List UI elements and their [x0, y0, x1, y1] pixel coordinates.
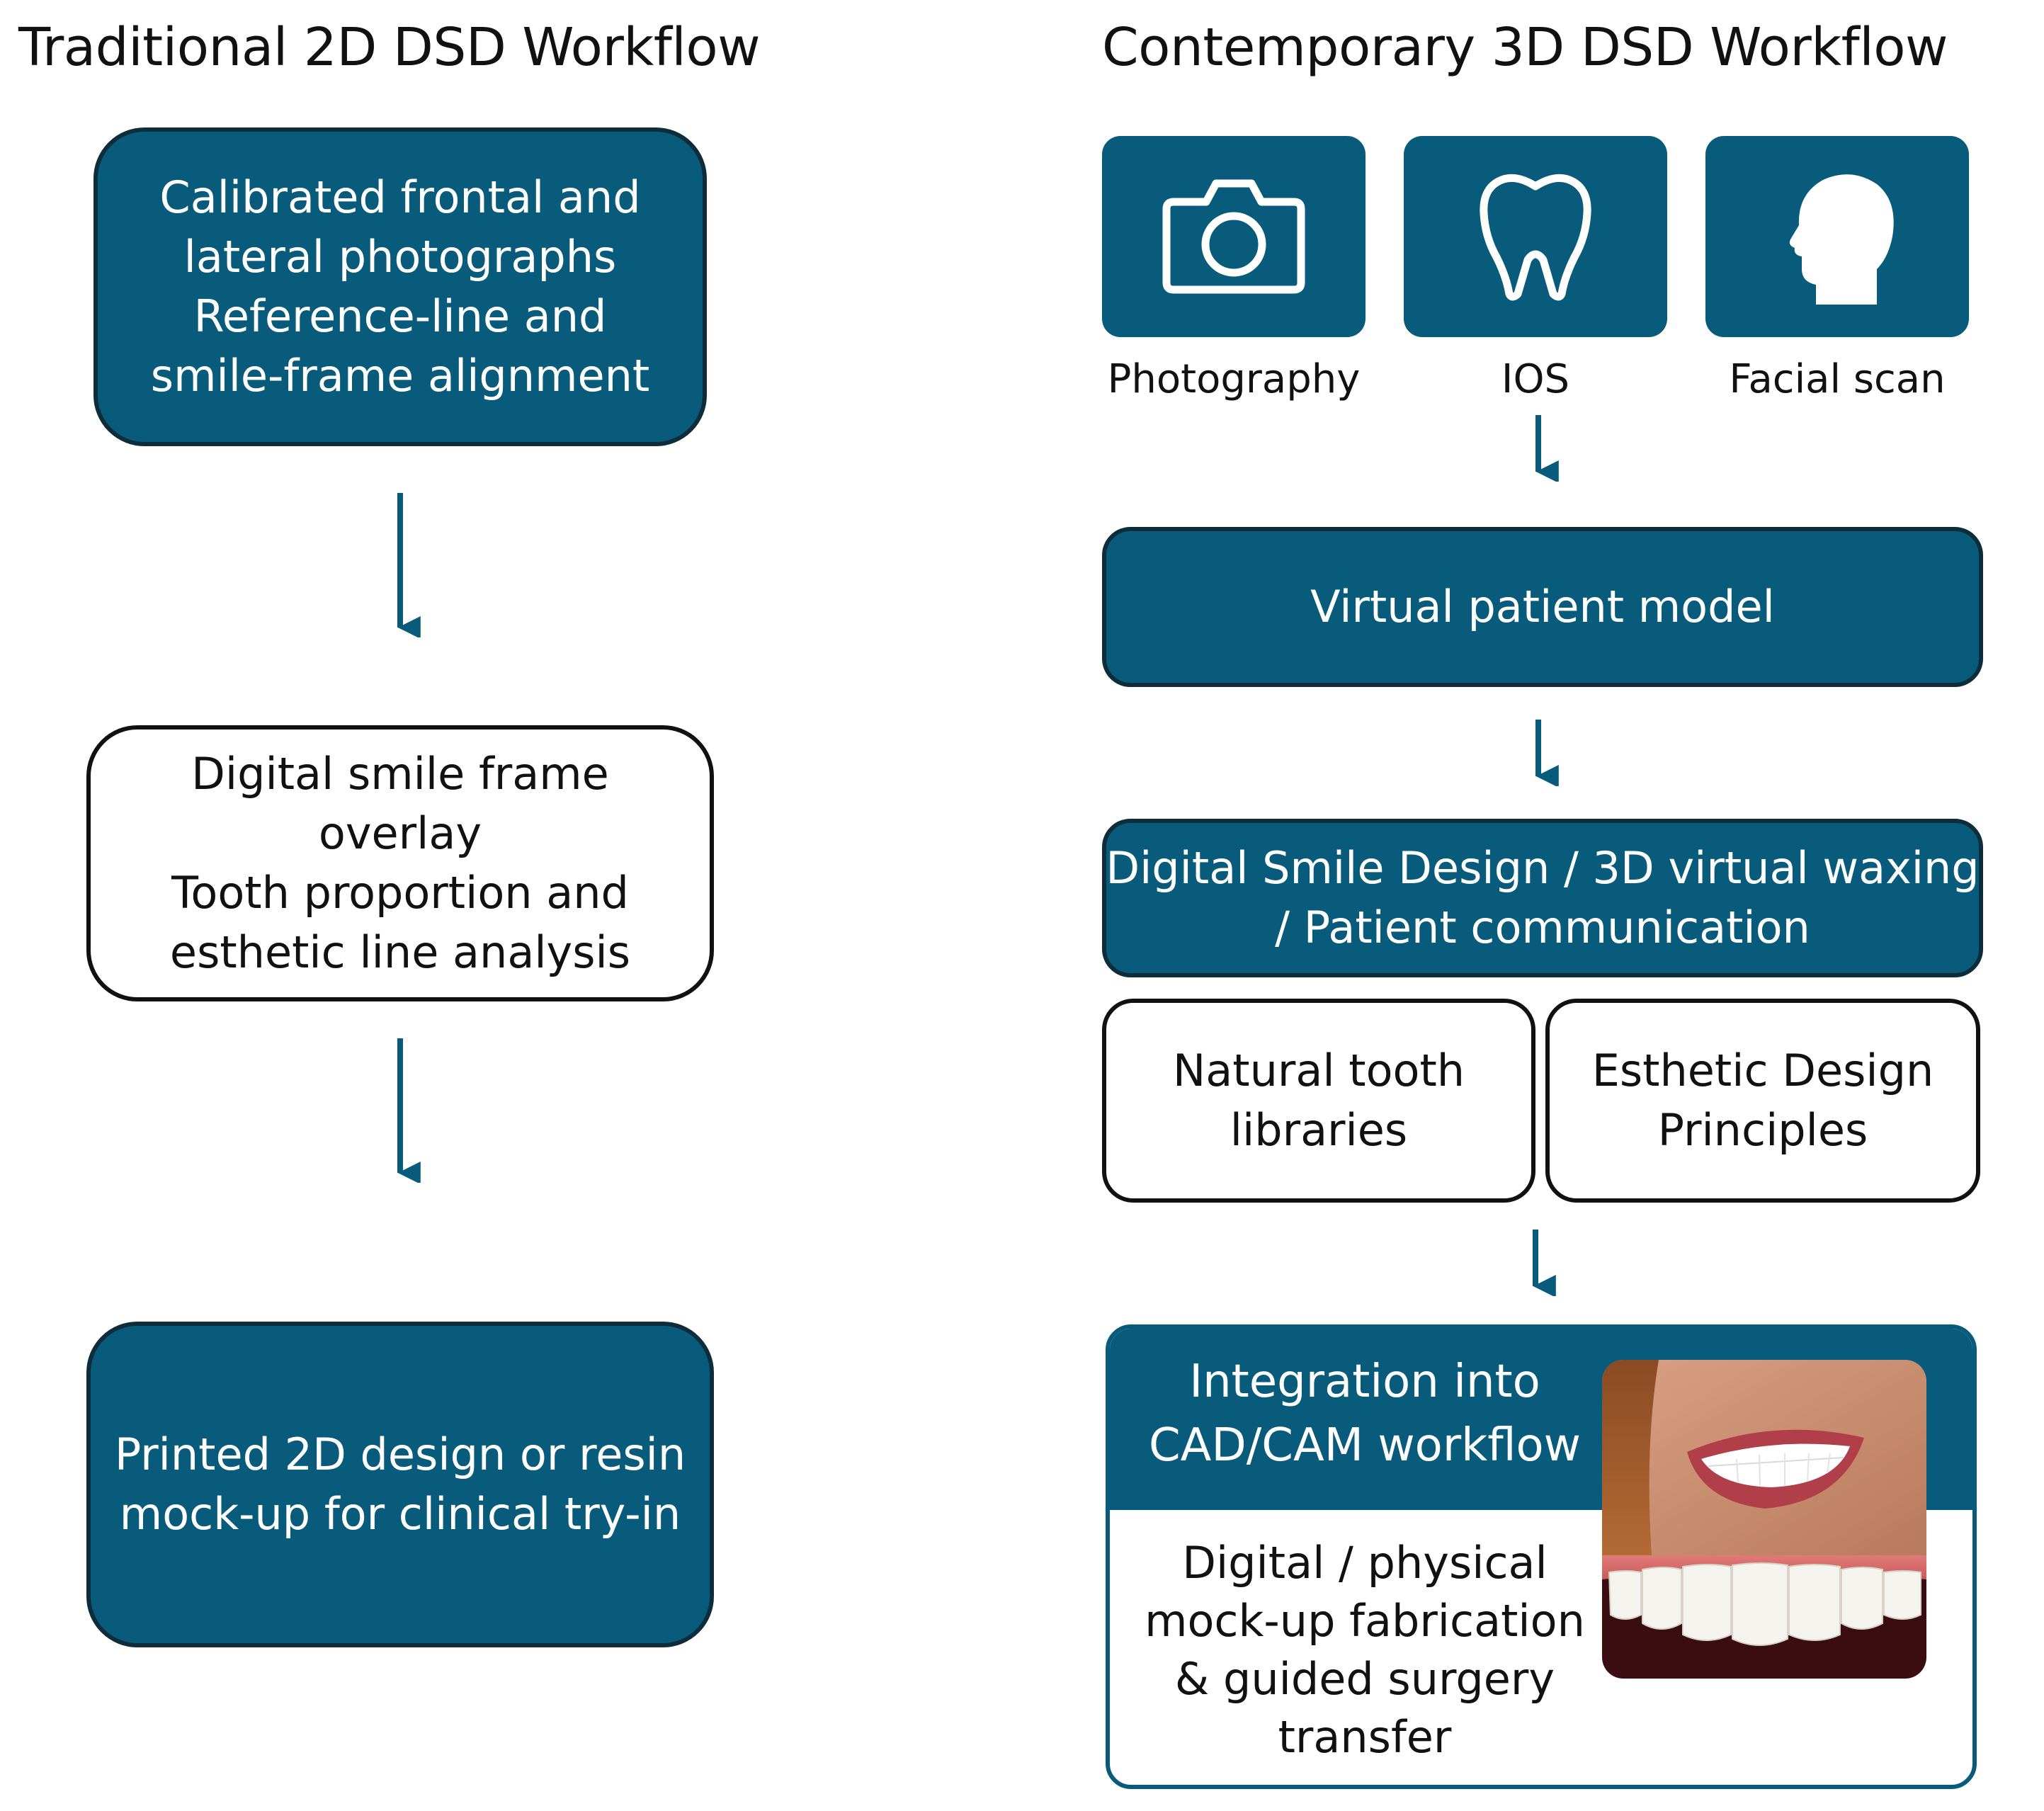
ios-label: IOS: [1501, 356, 1570, 402]
natural-tooth-libraries: Natural tooth libraries: [1102, 999, 1535, 1203]
esthetic-design-principles-line: Principles: [1657, 1104, 1868, 1156]
digital-smile-design-line: / Patient communication: [1275, 902, 1810, 953]
integration-title: Integration into CAD/CAM workflow: [1110, 1350, 1620, 1477]
left-step-2-line: esthetic line analysis: [169, 926, 631, 978]
integration-body-line: Digital / physical: [1182, 1537, 1548, 1589]
integration-title-line: CAD/CAM workflow: [1148, 1419, 1582, 1472]
integration-title-line: Integration into: [1189, 1356, 1540, 1408]
integration-card: Integration into CAD/CAM workflow Digita…: [1106, 1324, 1977, 1789]
facial-scan-tile: [1705, 136, 1969, 337]
arrow-down-icon: [1535, 720, 1559, 786]
esthetic-design-principles: Esthetic Design Principles: [1545, 999, 1980, 1203]
camera-icon: [1162, 179, 1305, 294]
natural-tooth-libraries-line: Natural tooth: [1172, 1045, 1465, 1096]
ios-tile: [1404, 136, 1667, 337]
left-step-2-line: Tooth proportion and: [171, 867, 629, 919]
left-heading: Traditional 2D DSD Workflow: [18, 17, 761, 78]
arrow-down-icon: [1533, 1230, 1556, 1296]
integration-body-line: transfer: [1278, 1711, 1452, 1763]
left-step-2-line: Digital smile frame: [191, 748, 609, 800]
digital-smile-design: Digital Smile Design / 3D virtual waxing…: [1102, 819, 1983, 977]
integration-body-line: & guided surgery: [1174, 1653, 1555, 1705]
left-step-1: Calibrated frontal and lateral photograp…: [93, 127, 707, 446]
integration-body: Digital / physical mock-up fabrication &…: [1110, 1534, 1620, 1766]
integration-body-line: mock-up fabrication: [1145, 1595, 1585, 1647]
photography-tile: [1102, 136, 1365, 337]
arrow-down-icon: [397, 1038, 421, 1183]
left-step-3: Printed 2D design or resin mock-up for c…: [86, 1322, 714, 1647]
left-step-1-line: lateral photographs: [183, 231, 617, 283]
right-heading: Contemporary 3D DSD Workflow: [1102, 17, 1948, 78]
left-step-2: Digital smile frame overlay Tooth propor…: [86, 725, 714, 1001]
esthetic-design-principles-line: Esthetic Design: [1591, 1045, 1934, 1096]
facial-scan-label: Facial scan: [1729, 356, 1946, 402]
left-step-1-line: Reference-line and: [193, 290, 607, 342]
virtual-patient-model: Virtual patient model: [1102, 527, 1983, 687]
smile-photo: [1602, 1360, 1926, 1679]
arrow-down-icon: [397, 493, 421, 637]
tooth-icon: [1480, 174, 1591, 301]
left-step-3-line: Printed 2D design or resin: [114, 1429, 686, 1480]
photography-label: Photography: [1107, 356, 1361, 402]
head-profile-icon: [1789, 174, 1894, 305]
left-step-2-line: overlay: [318, 807, 482, 859]
natural-tooth-libraries-line: libraries: [1230, 1104, 1408, 1156]
left-step-1-line: Calibrated frontal and: [159, 171, 641, 223]
arrow-down-icon: [1535, 415, 1559, 482]
left-step-3-line: mock-up for clinical try-in: [119, 1488, 681, 1540]
virtual-patient-model-label: Virtual patient model: [1310, 581, 1775, 632]
left-step-1-line: smile-frame alignment: [150, 350, 650, 402]
digital-smile-design-line: Digital Smile Design / 3D virtual waxing: [1106, 842, 1980, 894]
